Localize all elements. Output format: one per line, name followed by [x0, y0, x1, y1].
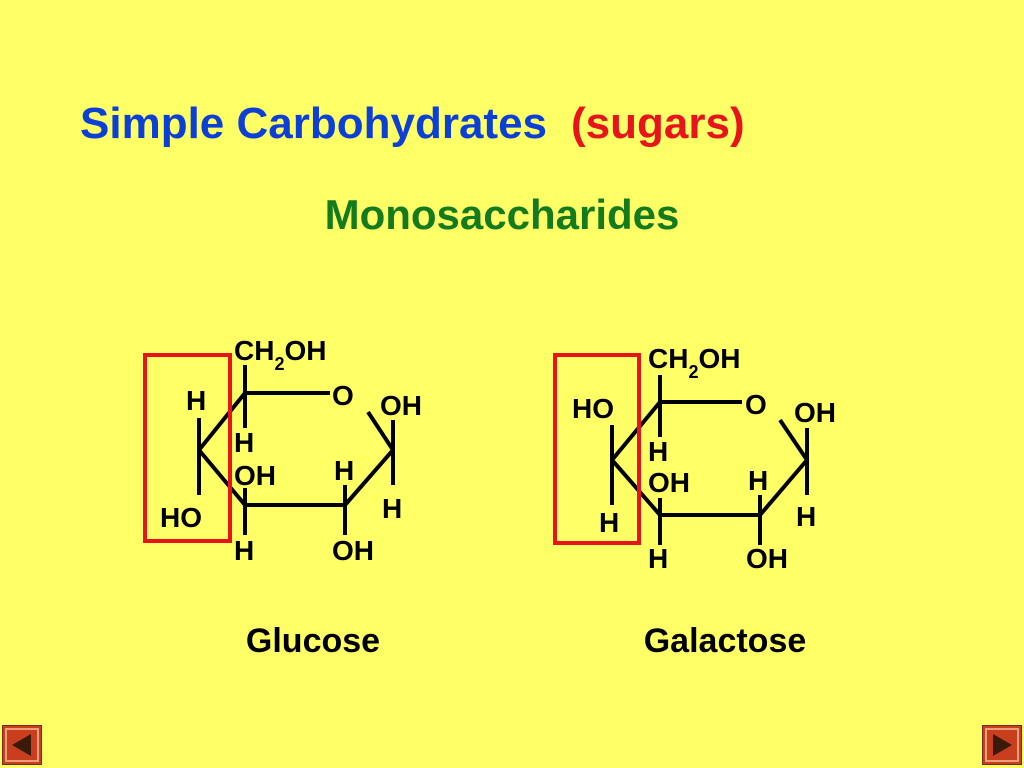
galactose-c3-h: H: [648, 543, 668, 574]
glucose-c3-oh: OH: [234, 460, 276, 491]
glucose-c3-h: H: [234, 535, 254, 566]
slide-subtitle: Monosaccharides: [324, 191, 680, 238]
galactose-c2-oh: OH: [746, 543, 788, 574]
glucose-label: Glucose: [245, 622, 381, 660]
glucose-c4-h: H: [186, 385, 206, 416]
glucose-c4-oh: HO: [160, 502, 202, 533]
slide-title: Simple Carbohydrates (sugars): [80, 98, 745, 150]
galactose-ring-oxygen: O: [745, 389, 767, 420]
title-tag: (sugars): [571, 99, 745, 148]
galactose-label: Galactose: [643, 622, 807, 660]
galactose-c1-oh: OH: [794, 397, 836, 428]
glucose-c1-h: H: [382, 493, 402, 524]
glucose-c2-oh: OH: [332, 535, 374, 566]
previous-slide-button[interactable]: [2, 725, 42, 765]
galactose-c5-h: H: [648, 436, 668, 467]
glucose-c5-h: H: [234, 427, 254, 458]
galactose-c2-h: H: [748, 465, 768, 496]
galactose-ch2oh-label: CH2OH: [648, 343, 740, 382]
glucose-ch2oh-label: CH2OH: [234, 335, 326, 374]
glucose-c1-oh: OH: [380, 390, 422, 421]
glucose-ring-oxygen: O: [332, 380, 354, 411]
triangle-left-icon: [5, 728, 39, 762]
glucose-c2-h: H: [334, 455, 354, 486]
galactose-c3-oh: OH: [648, 467, 690, 498]
galactose-highlight-box: [553, 353, 641, 545]
galactose-c1-h: H: [796, 501, 816, 532]
next-slide-button[interactable]: [982, 725, 1022, 765]
galactose-c4-h: H: [599, 507, 619, 538]
glucose-highlight-box: [143, 353, 232, 543]
glucose-bonds: [197, 365, 395, 535]
title-main: Simple Carbohydrates: [80, 99, 548, 148]
triangle-right-icon: [985, 728, 1019, 762]
galactose-bonds: [610, 375, 809, 545]
galactose-c4-ho: HO: [572, 393, 614, 424]
